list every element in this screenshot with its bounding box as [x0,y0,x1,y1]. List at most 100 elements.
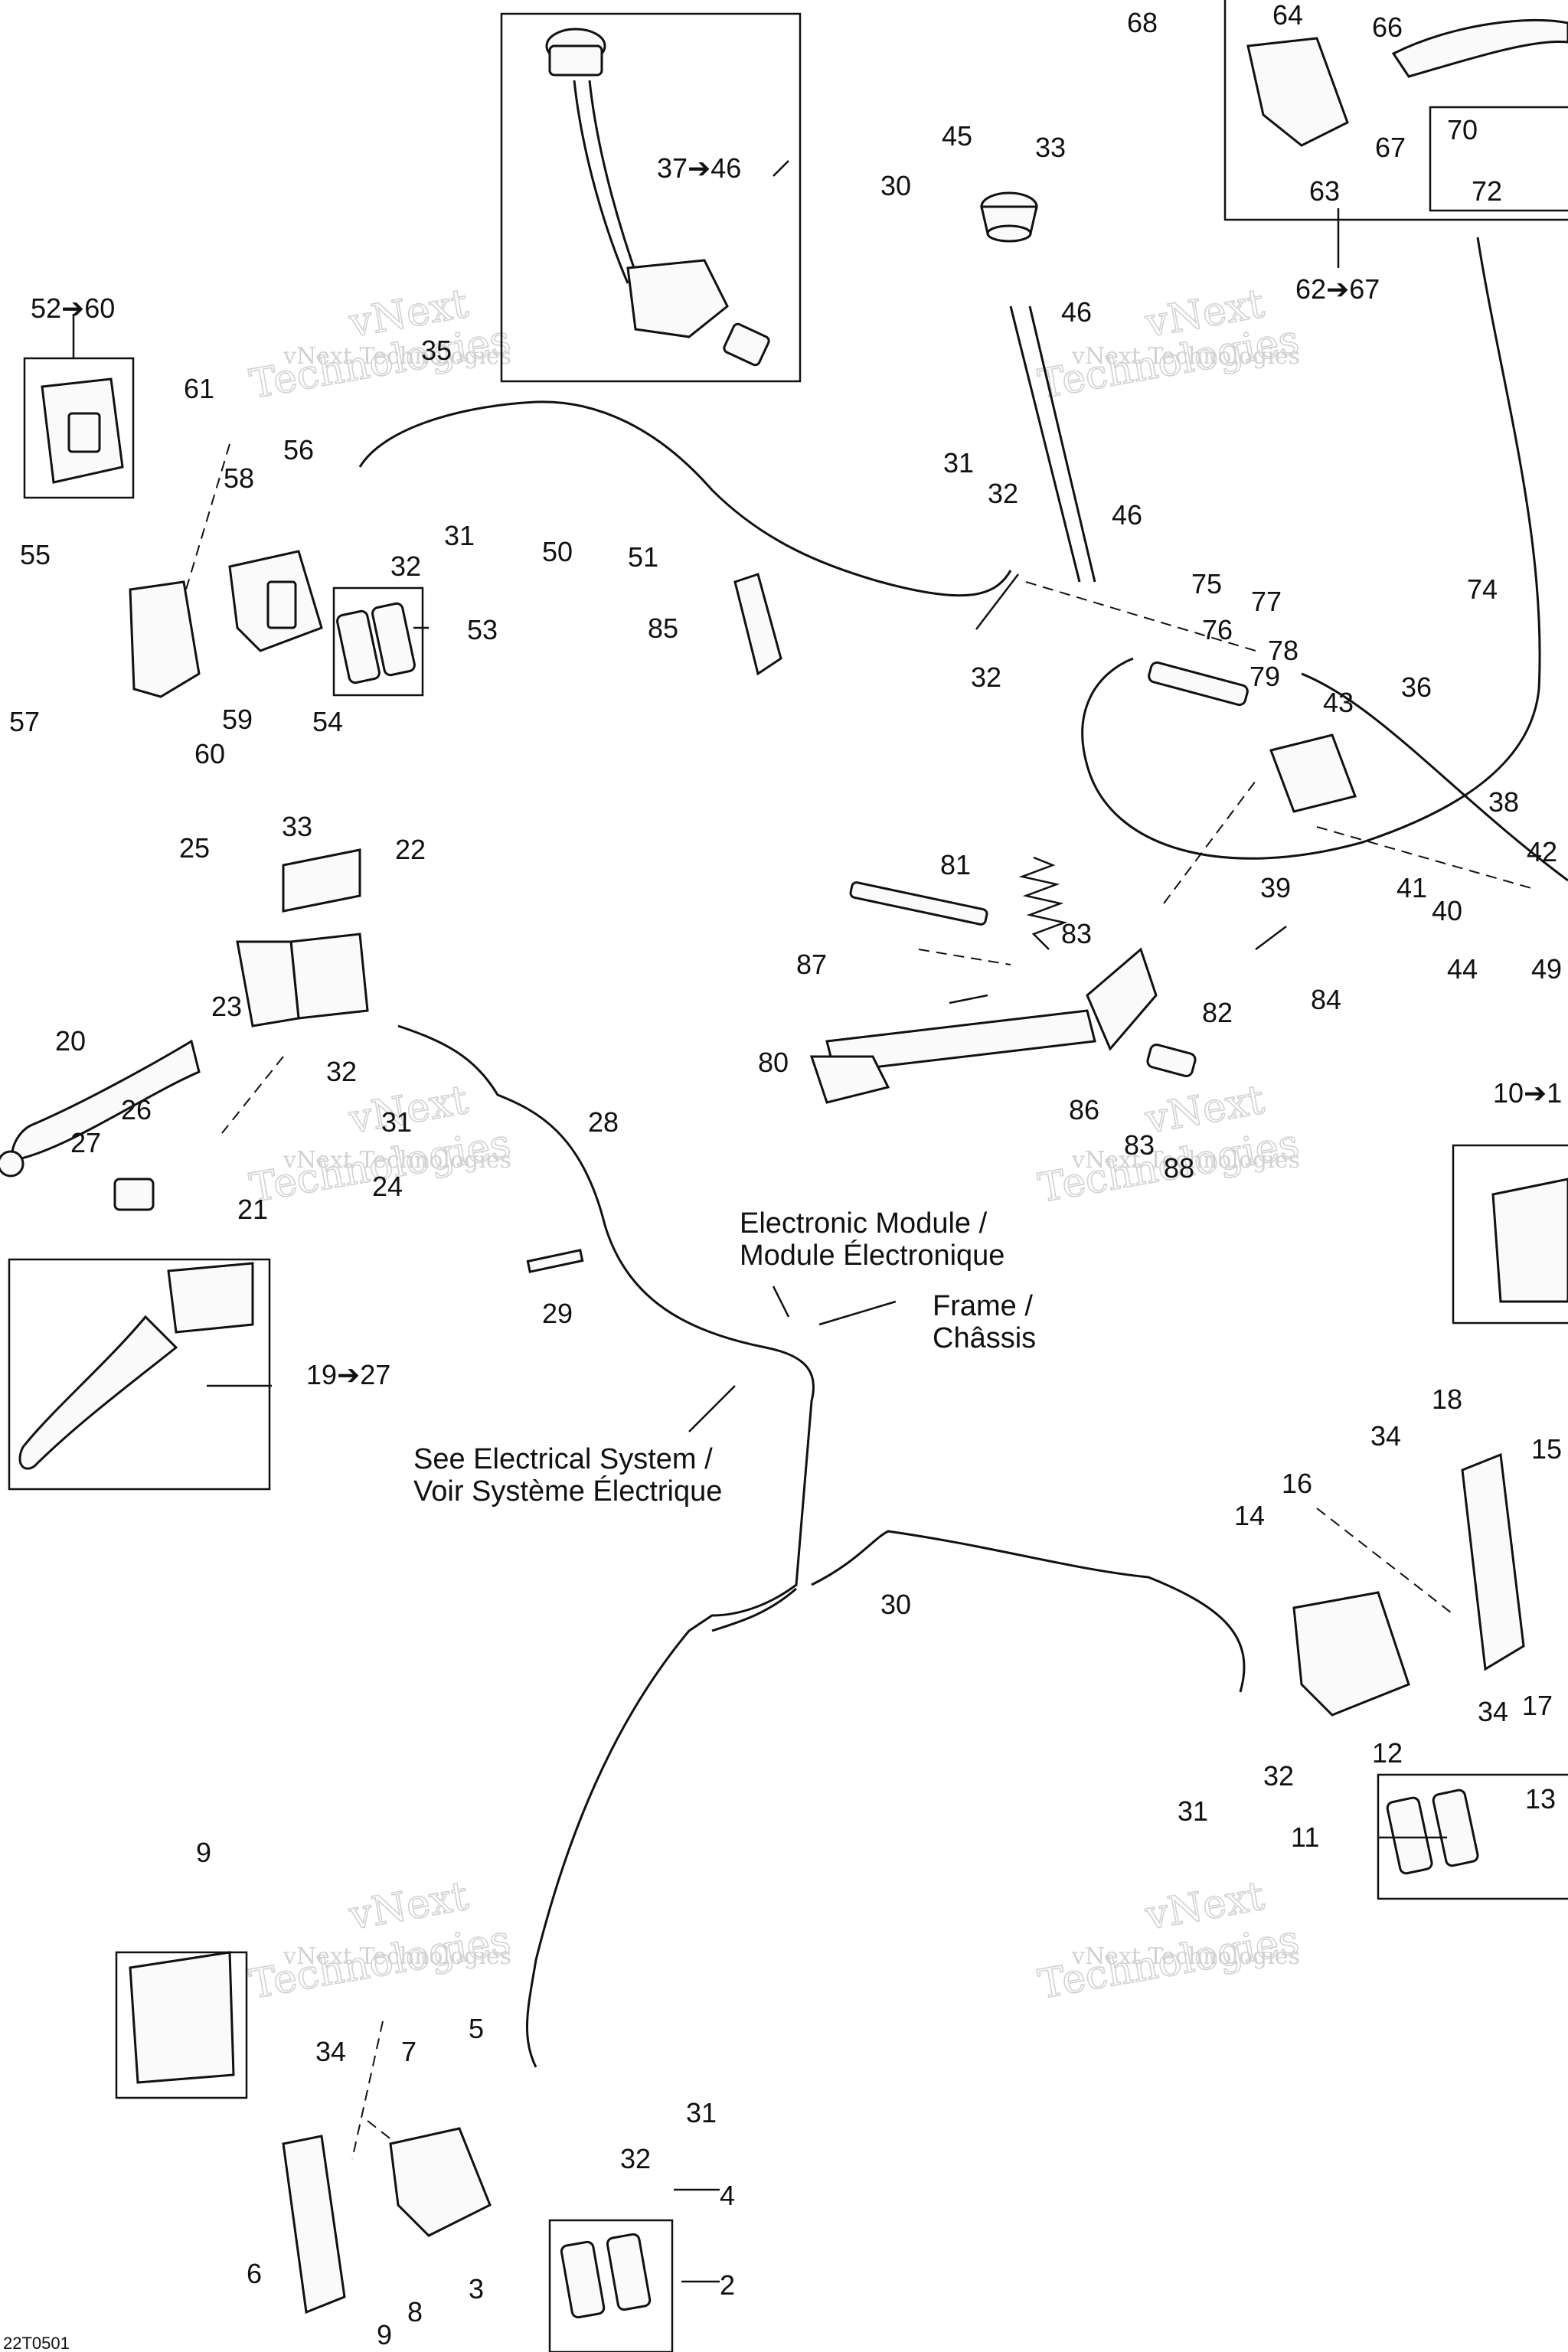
brake-pedal-80 [809,947,1158,1104]
callout-59: 59 [222,704,253,735]
callout-18: 18 [1432,1383,1462,1415]
frame-label-en: Frame / [933,1290,1033,1322]
callout-56: 56 [283,434,314,466]
callout-50: 50 [542,536,573,567]
callout-16: 16 [1282,1468,1312,1499]
callout-32: 32 [326,1056,357,1087]
callout-46: 46 [1061,296,1092,328]
callout-44: 44 [1447,953,1478,985]
callout-39: 39 [1260,872,1291,903]
callout-53: 53 [467,614,498,645]
electronic-module-label-en: Electronic Module / [740,1207,988,1240]
callout-31: 31 [444,520,475,551]
callout-9: 9 [196,1837,211,1868]
callout-43: 43 [1323,687,1354,718]
watermark: vNext Technologies vNext Technologies [246,1873,514,2009]
detail-boxes [8,0,1568,2352]
front-brake-line-tee [711,1587,797,1632]
electrical-system-label-fr: Voir Système Électrique [413,1475,722,1508]
reservoir-hose-46 [1009,305,1081,583]
callout-34: 34 [1370,1420,1401,1452]
callout-77: 77 [1251,586,1282,617]
callout-45: 45 [942,120,972,152]
callout-83: 83 [1124,1129,1155,1161]
callout-66: 66 [1372,11,1403,43]
front-brake-lever-20 [0,1039,201,1178]
callout-30: 30 [880,1589,911,1620]
callout-57: 57 [9,706,40,737]
svg-text:vNext Technologies: vNext Technologies [1071,1147,1300,1174]
callout-37-46: 37➔46 [657,152,741,184]
return-spring-81 [1018,856,1068,950]
dash-line [221,1056,284,1134]
parts [0,18,1568,2319]
dash-line [1163,780,1256,904]
leader-line [818,1300,897,1326]
callout-35: 35 [421,335,452,366]
callout-79: 79 [1250,661,1280,692]
callout-4: 4 [720,2180,735,2211]
callout-64: 64 [1272,0,1303,31]
callout-34: 34 [1478,1696,1508,1727]
callout-29: 29 [542,1298,573,1329]
callout-31: 31 [381,1106,412,1138]
callout-32: 32 [988,478,1018,509]
pivot-bolt-87 [849,881,988,926]
inset-caliper-9 [129,1951,235,2084]
callout-38: 38 [1488,786,1519,818]
callout-52-60: 52➔60 [31,292,115,324]
dash-line [351,2020,384,2160]
svg-text:vNext Technologies: vNext Technologies [1071,1943,1300,1970]
inset-master-cylinder [626,259,770,367]
callout-31: 31 [686,2097,717,2128]
electronic-module-label-fr: Module Électronique [740,1239,1004,1272]
electrical-system-label-en: See Electrical System / [413,1443,713,1475]
callout-72: 72 [1472,175,1502,207]
svg-text:vNext Technologies: vNext Technologies [1071,343,1300,370]
rear-hose-38 [1301,672,1568,882]
callout-6: 6 [247,2258,262,2289]
callout-80: 80 [758,1047,789,1078]
inset-caliper-box-9 [115,1951,248,2099]
inset-caliper-10 [1491,1178,1568,1303]
callout-27: 27 [70,1127,101,1158]
callout-74: 74 [1467,573,1498,605]
callout-20: 20 [55,1025,86,1057]
callout-17: 17 [1522,1690,1553,1721]
sleeve-86 [1146,1044,1197,1077]
brake-pads-box-53 [332,586,424,697]
dash-line [1316,826,1532,889]
callout-26: 26 [121,1094,152,1125]
callout-28: 28 [588,1106,619,1138]
leader-lines [72,160,1447,2283]
callout-40: 40 [1432,895,1462,926]
assembly-lines [183,443,1532,2206]
front-brake-line-28 [397,1024,815,2068]
leader-line [773,160,789,177]
callout-31: 31 [943,447,974,479]
callout-87: 87 [796,949,827,980]
leader-line [975,573,1019,630]
callout-13: 13 [1525,1783,1556,1815]
callout-60: 60 [194,738,225,769]
callout-55: 55 [20,539,51,570]
watermark: vNext Technologies vNext Technologies [246,280,514,409]
leader-line [772,1285,790,1318]
frame-label-fr: Châssis [933,1322,1036,1354]
leader-line [688,1385,736,1432]
notes: Electronic Module / Module Électronique … [3,1207,1036,2352]
callout-11: 11 [1291,1821,1319,1853]
callout-32: 32 [390,550,421,582]
brake-pads-box-2 [548,2219,674,2352]
bracket-85 [733,573,782,676]
callout-75: 75 [1191,568,1222,599]
front-right-caliper-12 [1292,1452,1525,1717]
callout-15: 15 [1531,1433,1562,1465]
inset-hose [573,80,629,284]
brake-lines [358,80,1568,2068]
inset-master-cylinder-box [500,12,802,383]
callout-78: 78 [1268,635,1298,666]
callout-33: 33 [282,811,312,842]
callout-12: 12 [1372,1737,1403,1769]
inset-lever-box-19-27 [8,1258,271,1491]
